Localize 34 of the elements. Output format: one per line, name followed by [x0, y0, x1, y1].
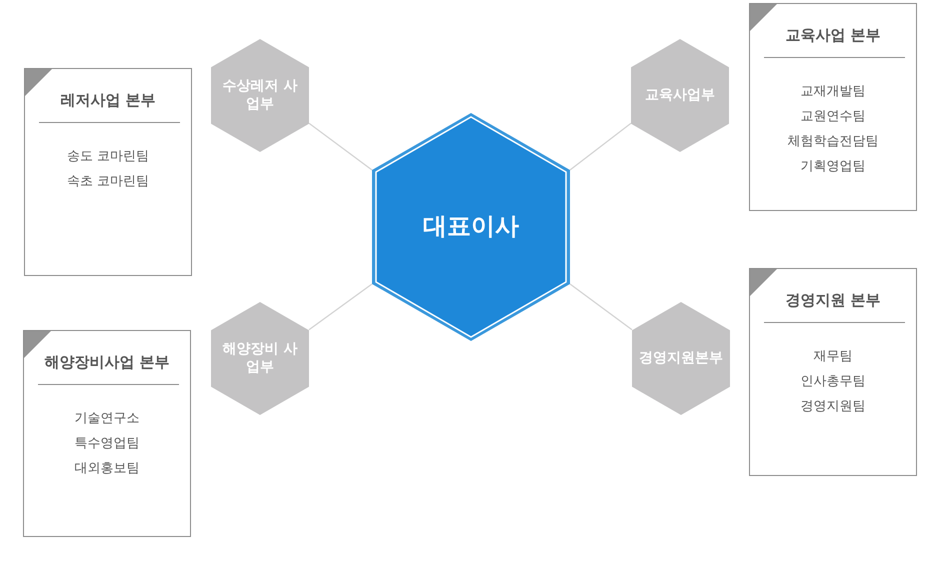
center-hexagon — [372, 113, 570, 341]
division-hexagon — [211, 38, 309, 152]
team-name: 재무팀 — [812, 348, 854, 365]
team-name: 기술연구소 — [74, 410, 140, 427]
department-card — [749, 268, 917, 476]
connector-line — [570, 284, 632, 330]
division-hexagon — [631, 38, 729, 152]
team-name: 체험학습전담팀 — [786, 133, 880, 150]
hexagon-label: 수상레저 사업부 — [222, 76, 298, 114]
team-name: 특수영업팀 — [74, 435, 140, 452]
team-name: 교원연수팀 — [800, 108, 866, 125]
team-name: 인사총무팀 — [800, 373, 866, 390]
team-name: 대외홍보팀 — [74, 460, 140, 477]
hexagon-label: 경영지원본부 — [638, 348, 724, 368]
team-name: 기획영업팀 — [800, 158, 866, 175]
card-heading: 경영지원 본부 — [784, 291, 882, 310]
card-heading: 해양장비사업 본부 — [43, 353, 171, 372]
team-name: 교재개발팀 — [800, 83, 866, 100]
division-hexagon — [632, 302, 730, 414]
department-card — [24, 68, 192, 276]
connector-line — [308, 284, 372, 330]
division-hexagon — [211, 302, 309, 414]
connector-line — [570, 122, 632, 170]
team-name: 경영지원팀 — [800, 398, 866, 415]
card-heading: 교육사업 본부 — [784, 26, 882, 45]
hexagon-label: 교육사업부 — [644, 86, 716, 104]
team-name: 속초 코마린팀 — [66, 173, 150, 190]
department-card — [749, 3, 917, 211]
department-card — [23, 330, 191, 537]
card-heading: 레저사업 본부 — [59, 91, 157, 110]
connector-line — [308, 122, 372, 170]
hexagon-label: 대표이사 — [423, 211, 519, 242]
team-name: 송도 코마린팀 — [66, 148, 150, 165]
hexagon-label: 해양장비 사업부 — [222, 340, 298, 376]
